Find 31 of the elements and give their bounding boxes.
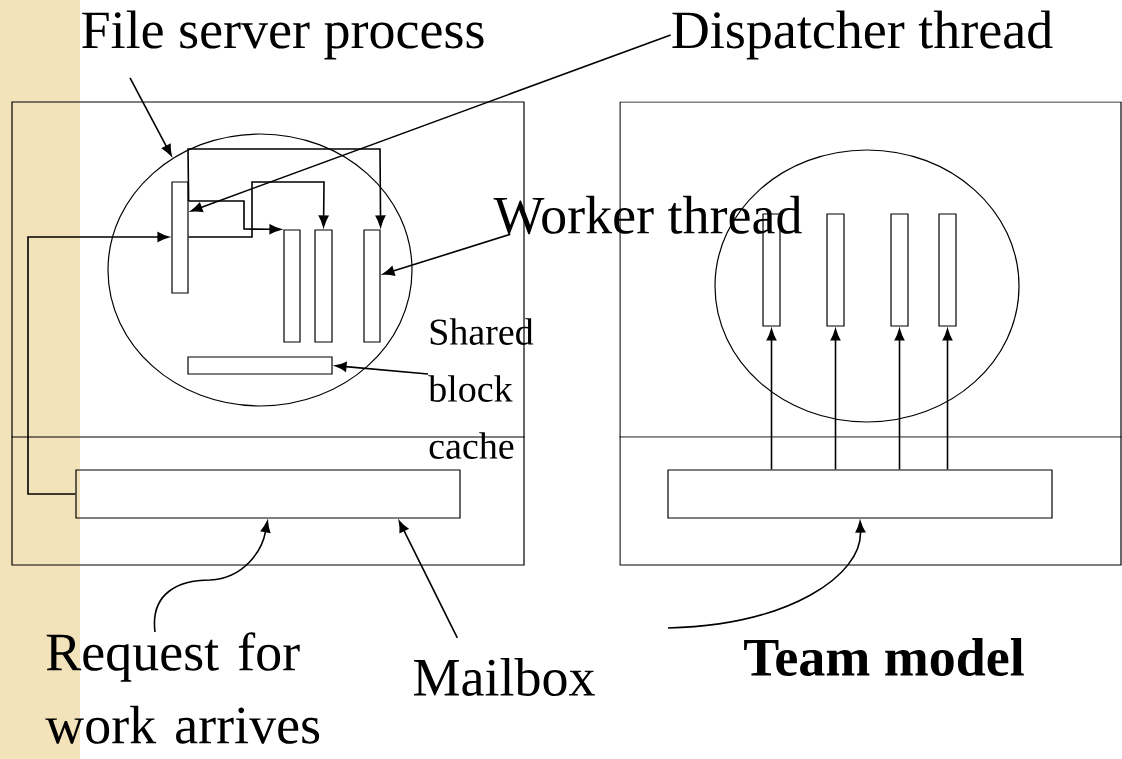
arrow xyxy=(830,328,841,471)
panel-caption: Team model xyxy=(744,638,1024,676)
mailbox-bar xyxy=(75,469,461,519)
thread-bar xyxy=(171,181,189,294)
arrow xyxy=(766,328,777,471)
cache-bar xyxy=(187,356,333,375)
mailbox-bar xyxy=(667,469,1053,519)
thread-bar xyxy=(314,229,333,343)
leader-arrow xyxy=(334,361,429,375)
leader-arrow xyxy=(129,77,172,157)
label-text: Mailbox xyxy=(414,658,595,696)
arrow xyxy=(187,200,282,235)
thread-bar xyxy=(938,213,957,327)
arrow xyxy=(894,328,905,471)
thread-bar xyxy=(363,229,381,343)
thread-bar xyxy=(283,229,301,343)
label-text: Dispatcher thread xyxy=(672,10,1053,60)
leader-arrow xyxy=(667,520,866,629)
leader-arrow xyxy=(190,34,672,213)
arrow xyxy=(187,148,386,228)
arrow xyxy=(187,181,329,238)
label-text: File server process xyxy=(82,10,484,60)
thread-bar xyxy=(890,213,909,327)
arrow xyxy=(27,232,170,495)
arrow xyxy=(942,328,953,471)
thread-bar xyxy=(826,213,845,327)
ellipse xyxy=(107,133,413,407)
leader-arrow xyxy=(398,520,459,639)
label-text: Request for work arrives xyxy=(45,632,320,744)
leader-arrow xyxy=(153,520,271,633)
leader-arrow xyxy=(382,233,512,276)
